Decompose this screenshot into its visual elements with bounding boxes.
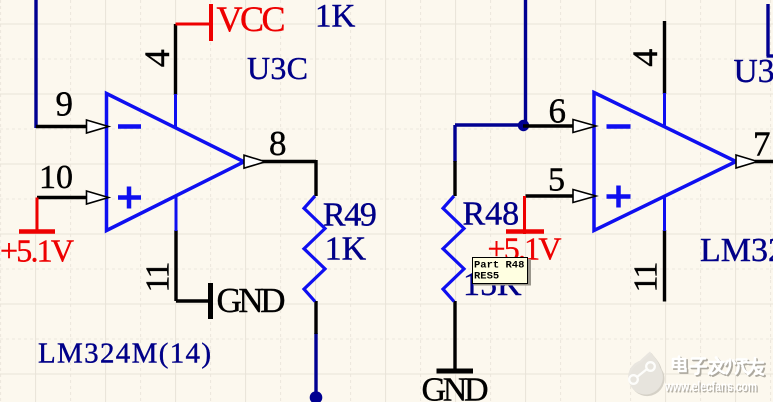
svg-text:VCC: VCC xyxy=(217,0,286,39)
svg-text:9: 9 xyxy=(56,85,74,124)
svg-text:Part R48: Part R48 xyxy=(474,260,524,272)
svg-text:4: 4 xyxy=(625,49,665,67)
svg-text:LM324M(14): LM324M(14) xyxy=(700,232,773,269)
svg-text:+5.1V: +5.1V xyxy=(0,233,74,269)
svg-text:5: 5 xyxy=(548,162,565,199)
svg-text:6: 6 xyxy=(549,92,567,131)
svg-text:10: 10 xyxy=(39,159,73,196)
svg-text:R49: R49 xyxy=(323,197,377,234)
svg-text:GND: GND xyxy=(217,281,286,320)
svg-text:LM324M(14): LM324M(14) xyxy=(38,338,211,370)
svg-text:GND: GND xyxy=(422,372,489,402)
svg-text:11: 11 xyxy=(628,262,665,293)
svg-text:11: 11 xyxy=(140,262,177,293)
svg-text:1K: 1K xyxy=(325,231,367,268)
svg-text:www.elecfans.com: www.elecfans.com xyxy=(664,378,757,394)
svg-text:7: 7 xyxy=(753,125,771,164)
svg-text:U3C: U3C xyxy=(247,50,308,86)
svg-text:RES5: RES5 xyxy=(474,271,499,283)
svg-text:1K: 1K xyxy=(315,0,356,35)
svg-text:www.elecfans.com: www.elecfans.com xyxy=(666,379,759,395)
svg-text:R48: R48 xyxy=(463,196,520,233)
svg-text:U3D: U3D xyxy=(734,53,773,90)
svg-text:8: 8 xyxy=(269,124,287,163)
svg-text:4: 4 xyxy=(137,49,177,67)
